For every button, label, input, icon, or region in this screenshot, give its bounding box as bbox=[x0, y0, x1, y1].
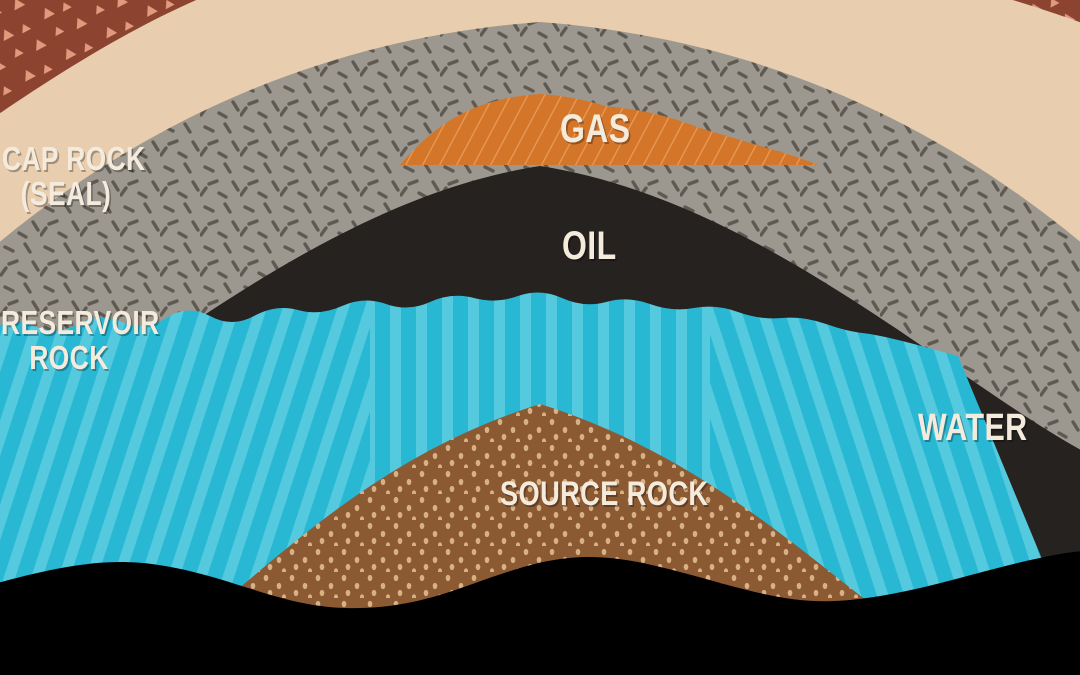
layer-overburden-red bbox=[0, 0, 1080, 114]
layer-basement bbox=[0, 551, 1080, 675]
layer-gas bbox=[400, 94, 818, 165]
